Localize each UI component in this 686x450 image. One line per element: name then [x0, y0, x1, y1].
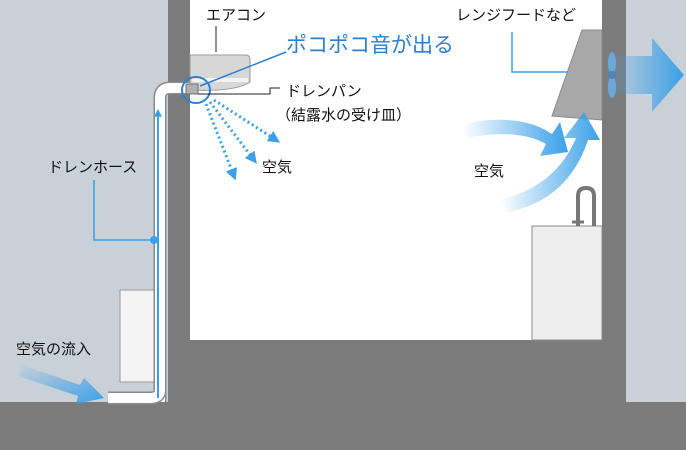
highlight-circle: [181, 76, 211, 104]
label-drain-hose: ドレンホース: [48, 158, 137, 176]
room-airflow-1: [462, 119, 568, 156]
room-floor: [168, 340, 626, 405]
label-aircon: エアコン: [206, 6, 266, 24]
label-pokopoko: ポコポコ音が出る: [286, 33, 454, 57]
leader-drain-pan: [198, 87, 280, 95]
drain-pan: [185, 83, 199, 95]
range-hood: [551, 29, 603, 121]
label-drain-pan-note: （結露水の受け皿）: [276, 106, 411, 124]
sink-cabinet: [531, 225, 603, 341]
exhaust-arrow: [606, 38, 684, 112]
label-drain-pan: ドレンパン: [286, 82, 362, 100]
room-airflow-2: [500, 112, 600, 212]
label-air-left: 空気: [262, 158, 292, 176]
air-conditioner: [189, 54, 251, 91]
ground: [0, 402, 686, 450]
ac-airflow-3: [213, 98, 281, 143]
leader-range-hood: [511, 32, 580, 73]
fan-icon: [608, 52, 616, 98]
label-air-inflow: 空気の流入: [16, 340, 91, 358]
air-inflow-arrow: [18, 365, 104, 404]
left-wall: [168, 0, 190, 405]
ac-airflow-2: [208, 101, 257, 164]
leader-pokopoko: [199, 51, 287, 87]
label-air-right: 空気: [474, 162, 504, 180]
label-range-hood: レンジフードなど: [456, 6, 576, 24]
faucet-icon: [576, 185, 596, 226]
leader-drain-hose: [93, 180, 154, 241]
